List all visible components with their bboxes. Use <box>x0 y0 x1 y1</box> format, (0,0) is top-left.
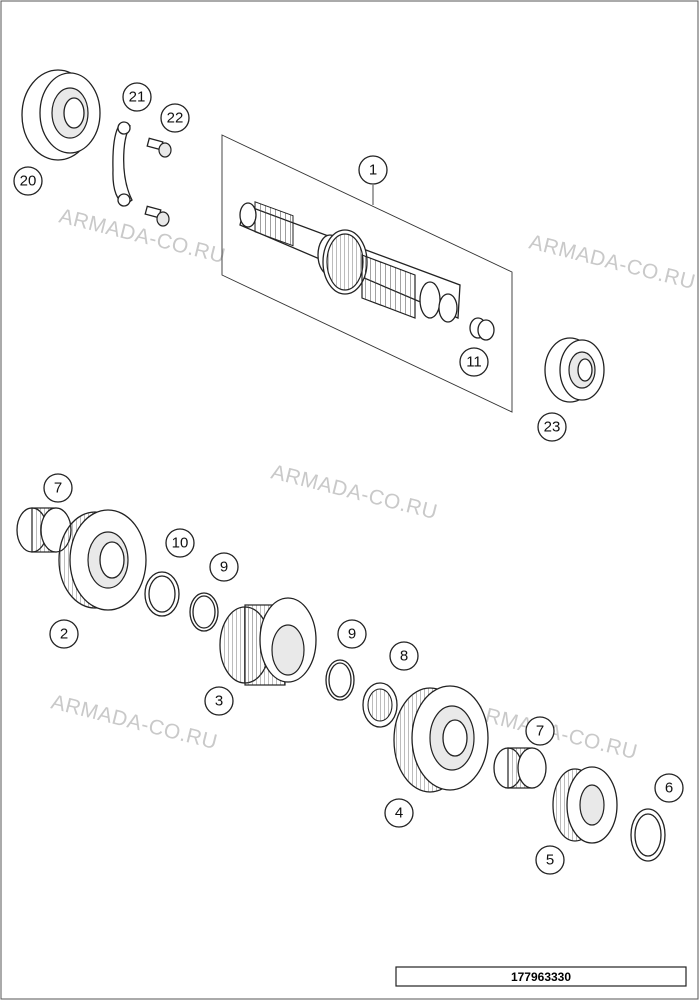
callout-5: 5 <box>535 845 565 875</box>
gear-5 <box>552 766 618 844</box>
callout-label: 7 <box>54 480 62 497</box>
callout-label: 20 <box>20 173 37 190</box>
bearing-20 <box>21 69 101 161</box>
callout-9: 9 <box>209 552 239 582</box>
callout-11: 11 <box>459 347 489 377</box>
callout-23: 23 <box>537 412 567 442</box>
callout-label: 7 <box>536 723 544 740</box>
callout-label: 5 <box>546 852 554 869</box>
callout-10: 10 <box>165 528 195 558</box>
callout-20: 20 <box>13 166 43 196</box>
shaft-assembly-frame <box>221 134 513 413</box>
splined-washer-8 <box>362 682 398 728</box>
callout-7: 7 <box>525 716 555 746</box>
callout-1: 1 <box>358 155 388 185</box>
callout-label: 3 <box>215 693 223 710</box>
callout-3: 3 <box>204 686 234 716</box>
circlip-9 <box>325 659 355 701</box>
gear-2 <box>58 509 147 611</box>
needle-bearing-7 <box>493 747 547 789</box>
callout-label: 6 <box>665 780 673 797</box>
watermark: ARMADA-CO.RU <box>57 205 228 269</box>
diagram-code: 177963330 <box>511 970 571 984</box>
watermark: ARMADA-CO.RU <box>269 461 440 525</box>
callout-label: 2 <box>60 626 68 643</box>
callout-label: 23 <box>544 419 561 436</box>
retaining-bracket-21 <box>112 121 133 207</box>
circlip-9 <box>189 592 219 632</box>
gear-3 <box>219 597 317 686</box>
needle-bushing-11 <box>469 317 495 341</box>
gear-4 <box>393 685 489 793</box>
callout-label: 4 <box>395 805 403 822</box>
callout-9: 9 <box>337 619 367 649</box>
callout-6: 6 <box>654 773 684 803</box>
callout-22: 22 <box>160 103 190 133</box>
diagram-code-box: 177963330 <box>395 966 687 987</box>
callout-label: 8 <box>400 648 408 665</box>
callout-label: 11 <box>466 354 482 371</box>
thrust-washer-6 <box>630 808 666 862</box>
watermark: ARMADA-CO.RU <box>49 691 220 755</box>
bearing-23 <box>544 337 605 403</box>
callout-7: 7 <box>43 473 73 503</box>
needle-bearing-7 <box>16 507 72 553</box>
callout-21: 21 <box>122 82 152 112</box>
callout-label: 1 <box>369 162 377 179</box>
screw-22 <box>144 137 172 227</box>
watermark: ARMADA-CO.RU <box>527 231 698 295</box>
callout-label: 9 <box>220 559 228 576</box>
main-shaft-1 <box>239 201 461 323</box>
callout-2: 2 <box>49 619 79 649</box>
callout-label: 10 <box>172 535 189 552</box>
callout-label: 21 <box>129 89 146 106</box>
washer-10 <box>144 571 180 617</box>
callout-4: 4 <box>384 798 414 828</box>
callout-8: 8 <box>389 641 419 671</box>
callout-label: 22 <box>167 110 184 127</box>
callout-label: 9 <box>348 626 356 643</box>
